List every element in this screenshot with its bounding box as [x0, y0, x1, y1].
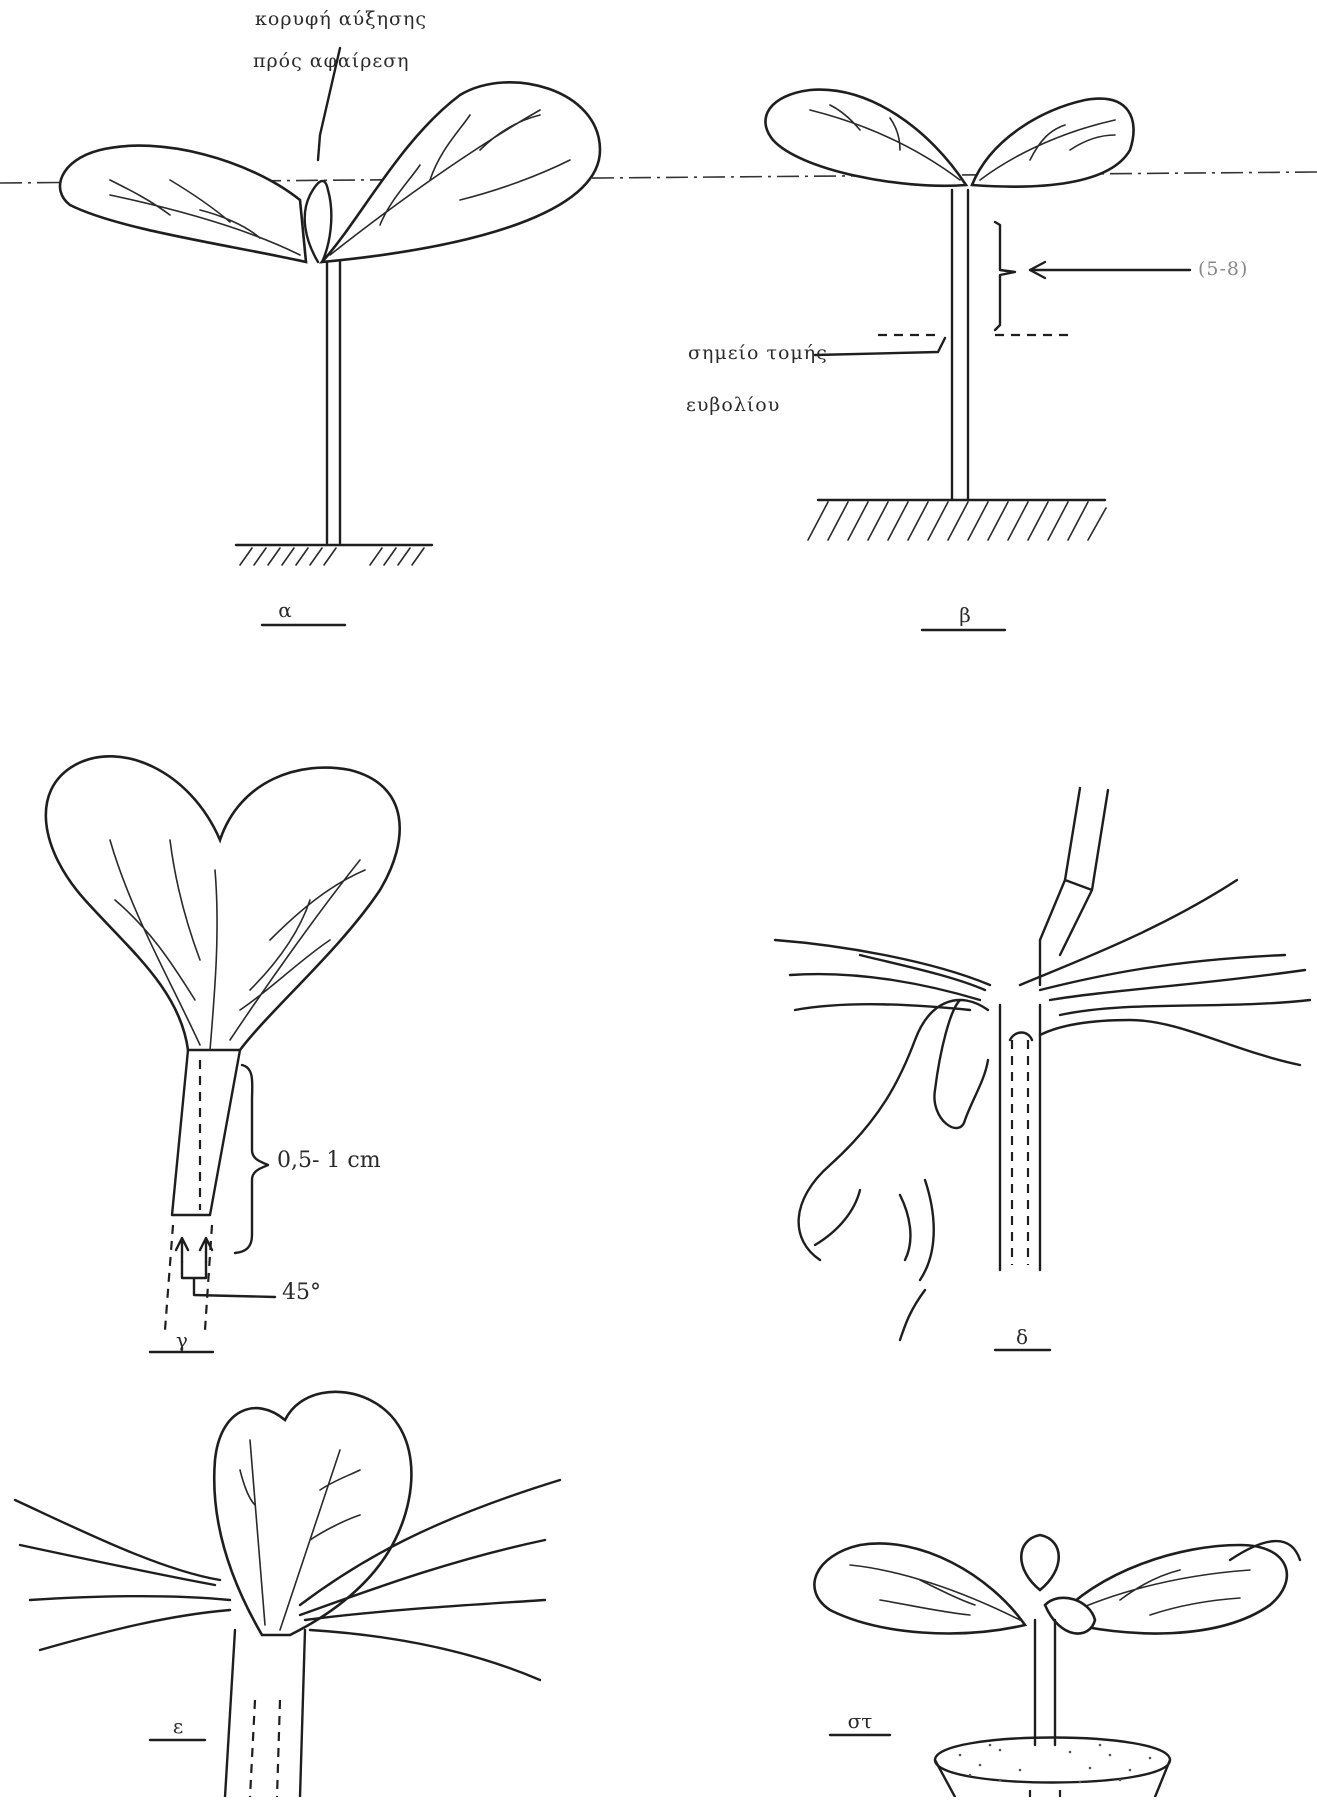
angle-label: 45°	[282, 1280, 321, 1305]
growth-tip-label-line2: πρός αφαίρεση	[253, 50, 410, 72]
left-cotyledon-b	[765, 90, 966, 186]
panel-letter-c: γ	[152, 1328, 212, 1352]
panel-b-seedling	[765, 90, 1190, 630]
growth-tip	[305, 181, 332, 262]
finger	[799, 1000, 988, 1340]
panel-d-insertion	[775, 788, 1310, 1350]
panel-letter-e: ε	[148, 1714, 208, 1738]
scion-leaves-e	[214, 1392, 411, 1635]
left-cotyledon	[60, 146, 306, 262]
side-length-note: (5-8)	[1198, 258, 1248, 280]
length-label: 0,5- 1 cm	[277, 1148, 381, 1173]
panel-letter-b: β	[935, 603, 995, 627]
length-bracket	[995, 222, 1015, 330]
growth-tip-label-line1: κορυφή αύξησης	[255, 8, 427, 30]
right-cotyledon	[322, 82, 600, 262]
true-leaf-top	[1021, 1535, 1059, 1590]
panel-letter-f: στ	[830, 1709, 890, 1733]
cut-point-label-line1: σημείο τομής	[688, 342, 828, 364]
right-cotyledon-b	[972, 99, 1134, 187]
length-bracket-c	[235, 1065, 268, 1253]
grafting-tool	[1040, 788, 1108, 985]
panel-letter-a: α	[255, 598, 315, 622]
cut-point-label-line2: ευβολίου	[686, 394, 780, 416]
panel-letter-d: δ	[992, 1325, 1052, 1349]
left-cotyledon-f	[814, 1543, 1025, 1633]
panel-e-graft	[15, 1392, 560, 1797]
panel-c-scion	[46, 756, 400, 1352]
panel-a-seedling	[60, 48, 600, 625]
scion-leaves	[46, 756, 400, 1050]
panel-f-potted	[814, 1535, 1300, 1797]
angle-pointer	[182, 1262, 275, 1297]
